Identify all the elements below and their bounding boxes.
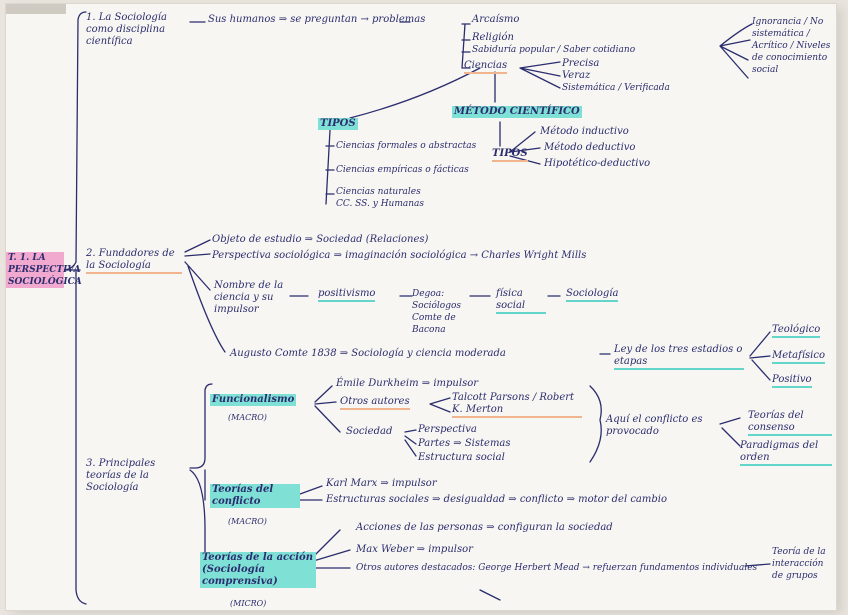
positivismo-label: positivismo	[318, 288, 376, 302]
acciones-text: Acciones de las personas ⇒ configuran la…	[356, 522, 613, 533]
ley-tres-estadios: Ley de los tres estadios o etapas	[614, 344, 744, 370]
tipos2-label: TIPOS	[492, 148, 528, 162]
rama-item: Arcaísmo	[472, 14, 520, 25]
funcionalismo-label: Funcionalismo	[210, 394, 297, 406]
ciencias-item: Veraz	[562, 70, 591, 81]
problemas-text: Sus humanos ⇒ se preguntan → problemas	[208, 14, 426, 25]
weber-text: Max Weber ⇒ impulsor	[356, 544, 473, 555]
tipos-item: Ciencias formales o abstractas	[336, 141, 477, 151]
estadio-item: Teológico	[772, 324, 821, 338]
accion-label: Teorías de la acción (Sociología compren…	[200, 552, 316, 588]
sociedad-item: Estructura social	[418, 452, 505, 463]
aqui-text: Aquí el conflicto es provocado	[606, 414, 703, 437]
tipos-item: CC. SS. y Humanas	[336, 199, 425, 209]
section-3-label: 3. Principales teorías de la Sociología	[86, 458, 156, 493]
estadio-item: Metafísico	[772, 350, 825, 364]
mead-text: Otros autores destacados: George Herbert…	[356, 563, 758, 573]
estadio-item: Positivo	[772, 374, 812, 388]
metodo-item: Método inductivo	[540, 126, 629, 137]
notebook-page	[6, 4, 836, 610]
sociedad-item: Perspectiva	[418, 424, 477, 435]
page-fold	[6, 4, 66, 14]
macro-tag: (MACRO)	[228, 413, 267, 422]
rama-item: Sabiduría popular / Saber cotidiano	[472, 45, 636, 55]
ciencias-item: Sistemática / Verificada	[562, 83, 670, 93]
tipos-item: Ciencias empíricas o fácticas	[336, 165, 469, 175]
sociologia-label: Sociología	[566, 288, 619, 302]
section-2-label: 2. Fundadores de la Sociología	[86, 248, 182, 274]
objeto-text: Objeto de estudio ⇒ Sociedad (Relaciones…	[212, 234, 429, 245]
macro-tag: (MACRO)	[228, 517, 267, 526]
tipos-label: TIPOS	[318, 118, 358, 130]
conflicto-label: Teorías del conflicto	[210, 484, 300, 508]
rama-item: Ciencias	[464, 60, 508, 74]
sociedad-item: Partes ⇒ Sistemas	[418, 438, 511, 449]
metodo-item: Método deductivo	[544, 142, 636, 153]
fisica-social-label: física social	[496, 288, 546, 314]
sociedad-label: Sociedad	[346, 426, 393, 437]
nombre-label: Nombre de la ciencia y su impulsor	[214, 280, 284, 315]
perspectiva-text: Perspectiva sociológica ⇒ imaginación so…	[212, 250, 587, 261]
rama-item: Religión	[472, 32, 514, 43]
durkheim-text: Émile Durkheim ⇒ impulsor	[336, 378, 479, 389]
estructuras-text: Estructuras sociales ⇒ desigualdad ⇒ con…	[326, 494, 668, 505]
metodo-item: Hipotético-deductivo	[544, 158, 651, 169]
teoria-interaccion: Teoría de la interacción de grupos	[772, 547, 826, 581]
comte-text: Augusto Comte 1838 ⇒ Sociología y cienci…	[230, 348, 506, 359]
parsons-merton: Talcott Parsons / Robert K. Merton	[452, 392, 582, 418]
ciencias-item: Precisa	[562, 58, 600, 69]
otros-autores: Otros autores	[340, 396, 410, 410]
main-title: T. 1. LA PERSPECTIVA SOCIOLÓGICA	[6, 252, 82, 288]
sujetos-text: Degoa: Sociólogos Comte de Bacona	[412, 289, 462, 335]
paradigmas-orden: Paradigmas del orden	[740, 440, 832, 466]
micro-tag: (MICRO)	[230, 599, 267, 608]
saber-label: Ignorancia / No sistemática / Acrítico /…	[752, 17, 831, 75]
teorias-consenso: Teorías del consenso	[748, 410, 832, 436]
metodo-label: MÉTODO CIENTÍFICO	[452, 106, 582, 118]
tipos-item: Ciencias naturales	[336, 187, 421, 197]
section-1-label: 1. La Sociología como disciplina científ…	[86, 12, 167, 47]
marx-text: Karl Marx ⇒ impulsor	[326, 478, 437, 489]
